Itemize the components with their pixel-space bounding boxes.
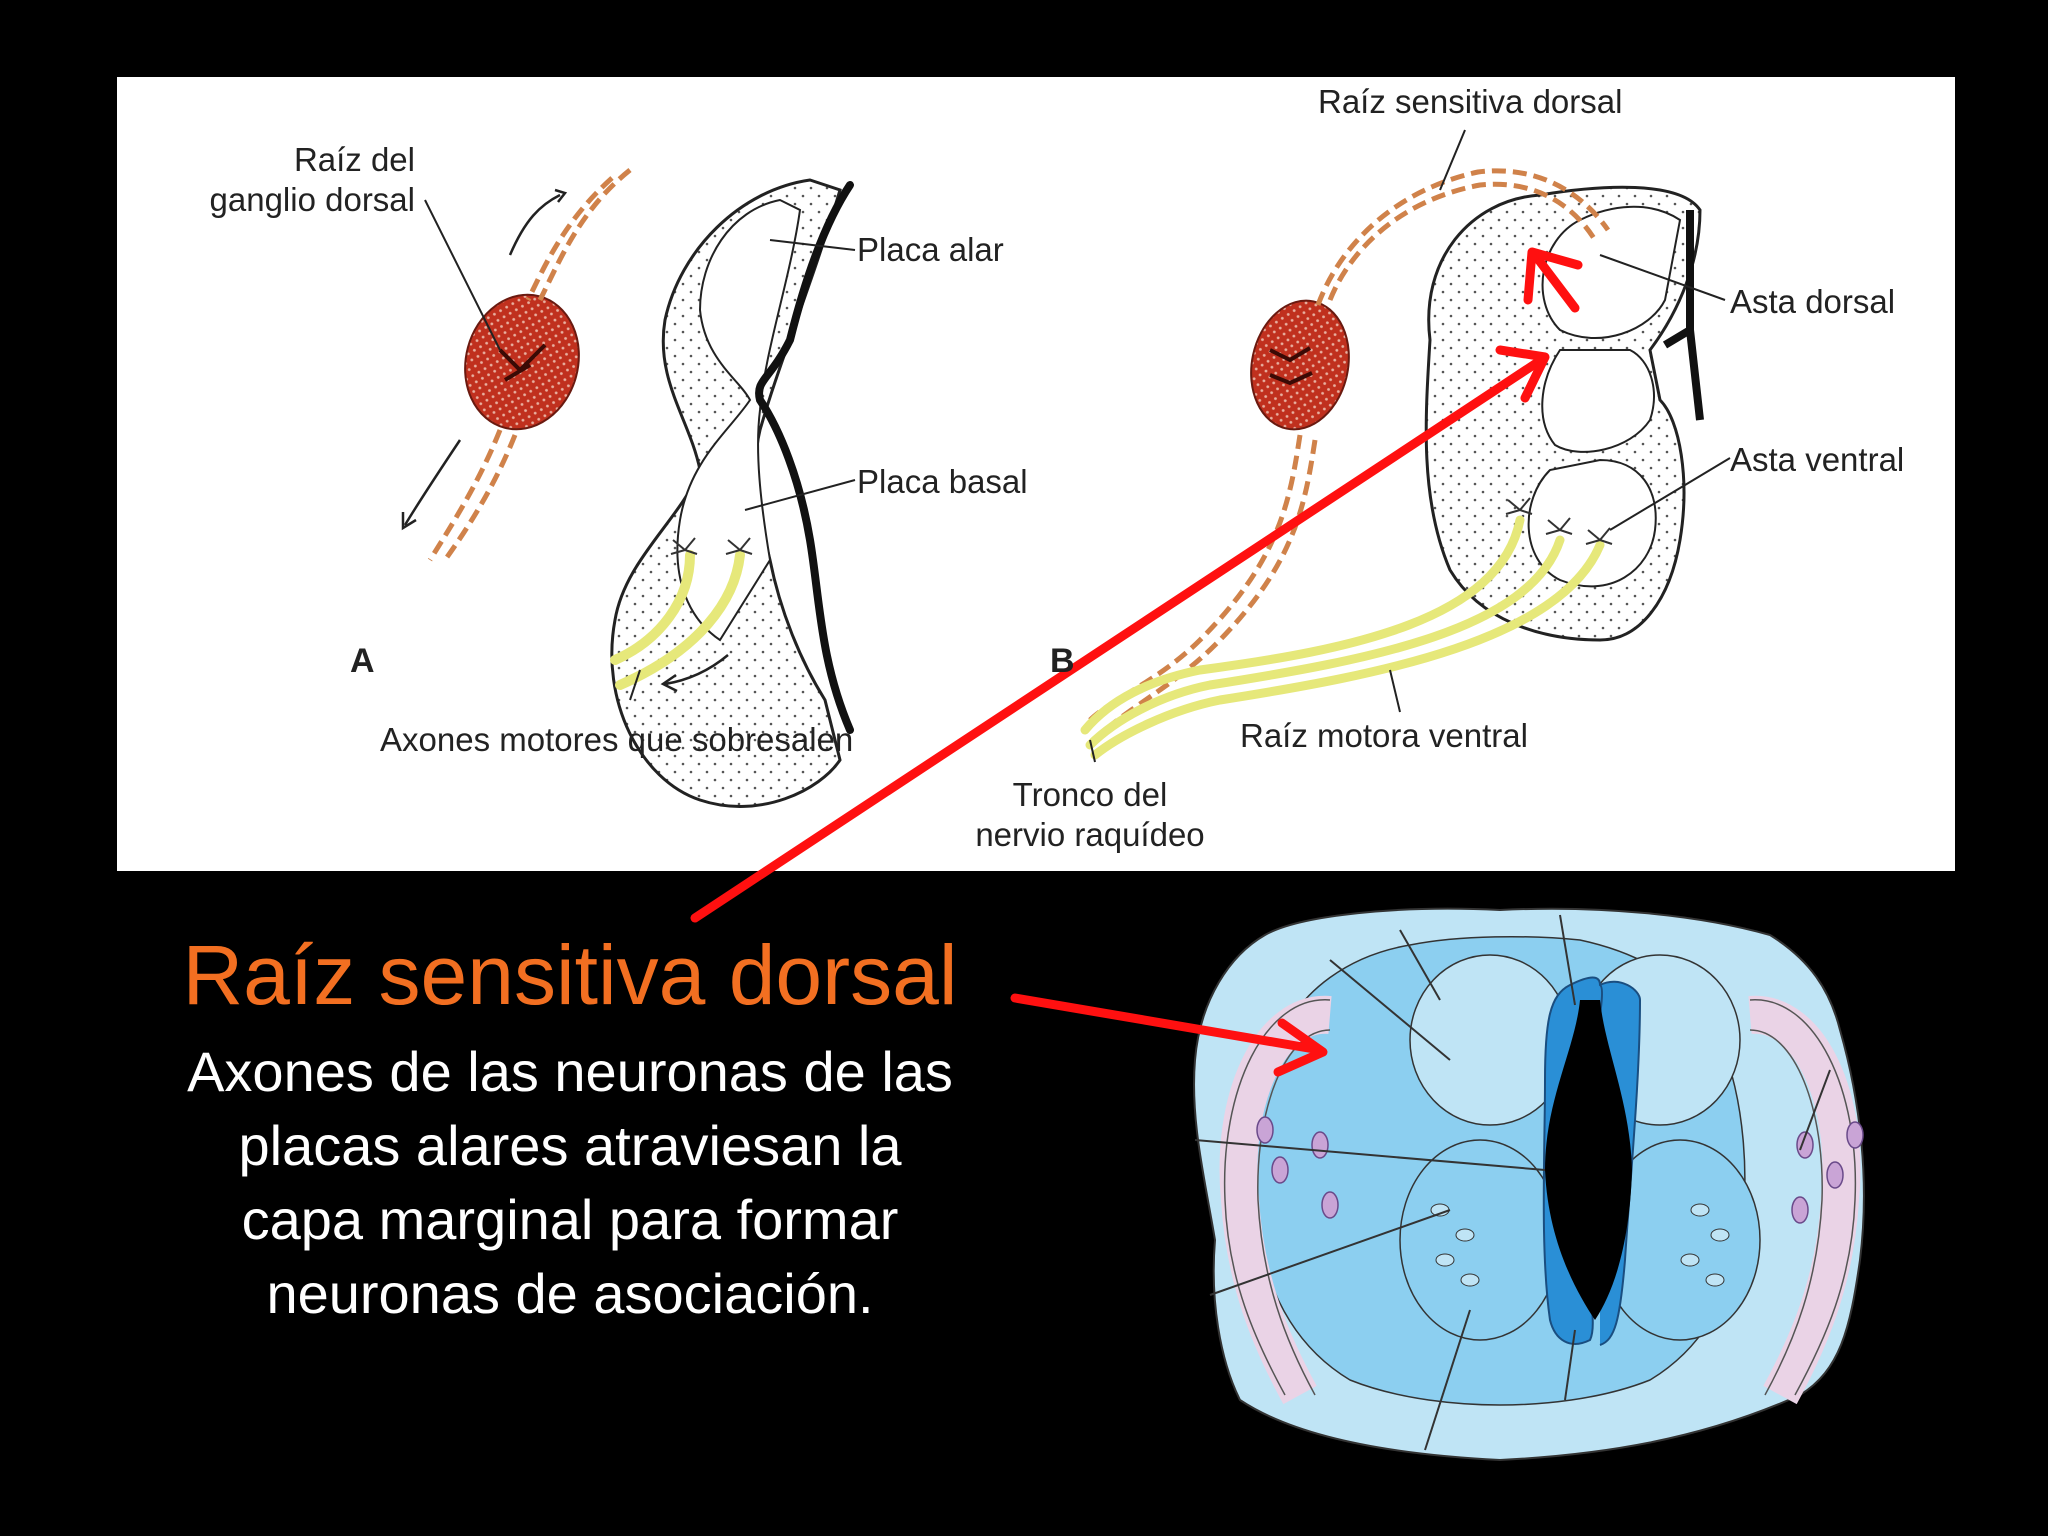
label-spinal-nerve-trunk: Tronco del nervio raquídeo — [945, 775, 1235, 855]
label-basal-plate: Placa basal — [857, 463, 1028, 500]
figure-b-drawing — [1080, 129, 1731, 763]
label-ventral-motor-root: Raíz motora ventral — [1240, 717, 1528, 754]
migration-arrow-down — [403, 439, 462, 526]
slide-body-text: Axones de las neuronas de las placas ala… — [110, 1035, 1030, 1331]
arrow-to-dorsal-horn — [1530, 250, 1580, 313]
label-ventral-horn: Asta ventral — [1730, 441, 1905, 478]
dorsal-roots-cross-section — [1219, 995, 1861, 1405]
dorsal-root-ganglion-a — [464, 293, 580, 431]
label-alar-plate: Placa alar — [857, 231, 1004, 268]
body-line-2: placas alares atraviesan la — [238, 1114, 902, 1177]
label-motor-axons: Axones motores que sobresalen — [380, 721, 854, 758]
neural-crest-stream-a — [427, 168, 632, 562]
motor-neurons-a — [670, 537, 753, 555]
cross-section-leader-lines — [1194, 914, 1831, 1451]
leader-lines-a — [424, 199, 856, 701]
central-canal — [1545, 1000, 1632, 1320]
motor-axons-a — [610, 550, 745, 690]
label-spinal-nerve-trunk-line2: nervio raquídeo — [975, 816, 1205, 853]
body-line-4: neuronas de asociación. — [266, 1262, 874, 1325]
intermediate-zone-b — [1541, 349, 1655, 453]
panel-letter-a: A — [350, 642, 375, 680]
slide-title: Raíz sensitiva dorsal — [182, 928, 958, 1022]
panel-letter-b: B — [1050, 642, 1075, 680]
annotation-arrows — [690, 247, 1583, 1077]
sulcus-limitans-a — [755, 181, 854, 734]
leader-lines-b — [1089, 129, 1731, 763]
ventral-motor-root-b — [1080, 515, 1605, 760]
ventral-horn-b — [1527, 458, 1657, 588]
label-root-ganglion: Raíz del ganglio dorsal — [160, 140, 415, 220]
label-spinal-nerve-trunk-line1: Tronco del — [1012, 776, 1168, 813]
dorsal-root-ganglion-b — [1250, 299, 1350, 431]
body-line-1: Axones de las neuronas de las — [187, 1040, 953, 1103]
arrow-to-dorsal-root — [690, 357, 1543, 923]
motor-neurons-b — [1505, 497, 1613, 545]
central-sulcus-b — [1662, 210, 1704, 421]
body-line-3: capa marginal para formar — [241, 1188, 899, 1251]
motor-neuron-cells — [1430, 1203, 1730, 1287]
label-dorsal-sensory-root: Raíz sensitiva dorsal — [1318, 83, 1623, 120]
arrow-to-cross-section — [1010, 993, 1325, 1055]
figure-a-drawing — [401, 168, 856, 808]
spinal-cord-cross-section — [1193, 907, 1865, 1462]
label-dorsal-horn: Asta dorsal — [1730, 283, 1896, 320]
axon-direction-arrow — [664, 654, 729, 686]
label-root-ganglion-line2: ganglio dorsal — [209, 181, 415, 218]
ganglion-cells — [1256, 1116, 1864, 1224]
migration-arrow-up — [508, 193, 561, 256]
label-root-ganglion-line1: Raíz del — [293, 141, 415, 178]
